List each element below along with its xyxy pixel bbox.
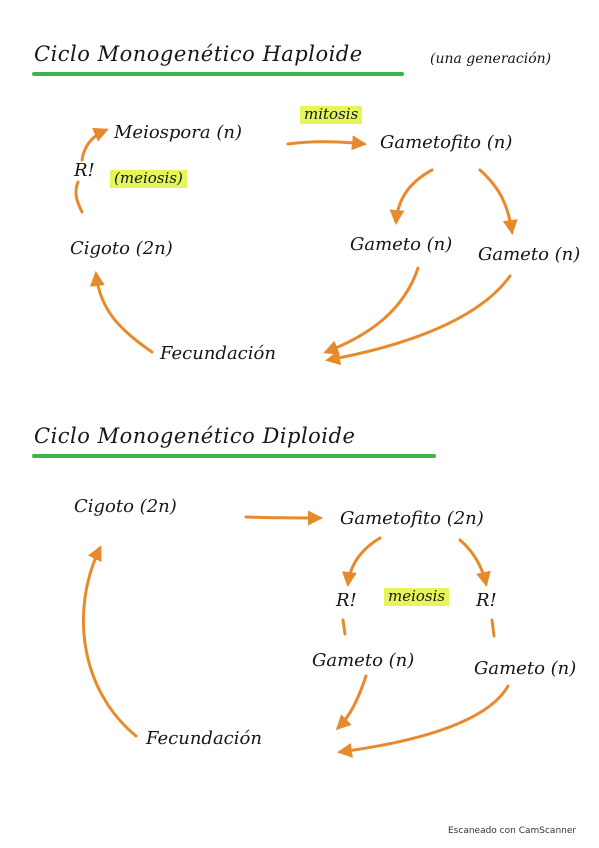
section2-ri-right: R! <box>476 590 497 611</box>
s2-arrow-fecundacion-to-cigoto <box>82 545 138 738</box>
s1-arrow-gameto-right-to-fecundacion <box>325 274 512 366</box>
section1-cigoto: Cigoto (2n) <box>70 238 173 259</box>
s2-stroke-ri-right-to-gameto <box>490 618 496 638</box>
s1-arrow-gametofito-to-gameto-left <box>389 168 434 225</box>
section1-gametofito: Gametofito (n) <box>380 132 513 153</box>
section2-gameto-left: Gameto (n) <box>312 650 415 671</box>
section1-mitosis-label: mitosis <box>300 106 363 124</box>
section1-title: Ciclo Monogenético Haploide <box>34 42 363 66</box>
s1-arrow-fecundacion-to-cigoto <box>89 271 154 354</box>
s1-arrow-ri-to-meiospora <box>80 127 109 162</box>
s1-ri-stroke <box>74 180 84 214</box>
footer-watermark: Escaneado con CamScanner <box>448 826 577 836</box>
section1-gameto-right: Gameto (n) <box>478 244 581 265</box>
s1-arrow-gameto-left-to-fecundacion <box>323 266 420 355</box>
section1-gameto-left: Gameto (n) <box>350 234 453 255</box>
section2-ri-left: R! <box>336 590 357 611</box>
section1-ri: R! <box>74 160 95 181</box>
s1-arrow-gametofito-to-gameto-right <box>478 168 518 235</box>
section1-meiospora: Meiospora (n) <box>114 122 242 143</box>
section1-title-underline <box>32 72 404 76</box>
s2-arrow-cigoto-to-gametofito <box>244 510 323 526</box>
section1-fecundacion: Fecundación <box>160 343 276 364</box>
section1-note: (una generación) <box>430 51 552 67</box>
s2-arrow-gameto-right-to-fecundacion <box>337 684 510 758</box>
section2-gametofito: Gametofito (2n) <box>340 508 484 529</box>
s1-arrow-meiospora-to-gametofito <box>286 135 367 151</box>
section2-cigoto: Cigoto (2n) <box>74 496 177 517</box>
s2-arrow-gameto-left-to-fecundacion <box>335 674 368 731</box>
s2-stroke-ri-left-to-gameto <box>341 618 347 636</box>
section2-meiosis-label: meiosis <box>384 588 450 606</box>
section2-gameto-right: Gameto (n) <box>474 658 577 679</box>
section2-title-underline <box>32 454 436 458</box>
section2-title: Ciclo Monogenético Diploide <box>34 424 356 448</box>
section1-meiosis-label: (meiosis) <box>110 170 187 188</box>
s2-arrow-gametofito-to-ri-left <box>341 536 382 587</box>
section2-fecundacion: Fecundación <box>146 728 262 749</box>
s2-arrow-gametofito-to-ri-right <box>458 538 491 587</box>
